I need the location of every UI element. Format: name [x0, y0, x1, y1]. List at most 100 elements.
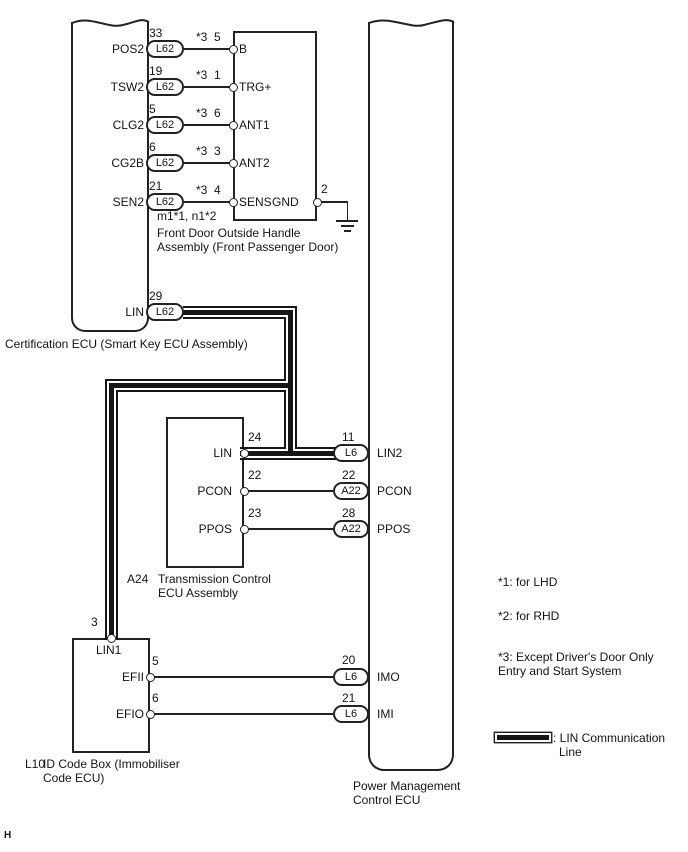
pin-number: 19	[149, 64, 163, 78]
connector-oval-l62: L62	[146, 116, 184, 134]
power-management-ecu-torn-edge	[368, 19, 455, 27]
connector-oval-l6: L6	[333, 668, 369, 686]
pin-number: 29	[149, 289, 163, 303]
pin-number: 24	[248, 430, 262, 444]
footnote-3-line1: *3: Except Driver's Door Only	[498, 650, 654, 664]
wire-gnd-v	[346, 201, 349, 221]
connector-oval-l62: L62	[146, 78, 184, 96]
note-ref: *3	[196, 183, 208, 197]
pin-number: 22	[248, 468, 262, 482]
pin-circle-efii	[145, 672, 155, 682]
pm-ecu-label-line1: Power Management	[353, 779, 461, 793]
footnote-1: *1: for LHD	[498, 575, 558, 589]
pin-label-sen2: SEN2	[112, 195, 144, 209]
pin-circle-pcon	[239, 486, 249, 496]
pin-label-ant2: ANT2	[239, 156, 270, 170]
pin-label-ppos: PPOS	[377, 522, 411, 536]
pin-number: 1	[214, 68, 221, 82]
pin-circle-lin1	[106, 633, 116, 643]
pin-number: 11	[342, 430, 355, 444]
pin-label-gnd: GND	[272, 195, 299, 209]
power-management-ecu-box	[368, 22, 454, 771]
certification-ecu-torn-edge	[71, 19, 150, 27]
wire-ppos	[244, 528, 333, 530]
pin-label-sens: SENS	[239, 195, 272, 209]
pin-label-lin: LIN	[125, 305, 144, 319]
front-door-label-line2: Assembly (Front Passenger Door)	[157, 240, 339, 254]
pin-number: 2	[321, 182, 328, 196]
pin-label-ant1: ANT1	[239, 118, 270, 132]
pin-number: 4	[214, 183, 221, 197]
pin-label-lin1: LIN1	[96, 643, 122, 657]
certification-ecu-label: Certification ECU (Smart Key ECU Assembl…	[5, 337, 248, 351]
id-box-label-line2: Code ECU)	[43, 771, 105, 785]
pin-circle-b	[228, 44, 238, 54]
wire-pos2-b	[184, 48, 233, 50]
pin-label-cg2b: CG2B	[111, 156, 144, 170]
wire-efio-imi	[150, 713, 333, 715]
pin-circle-ppos	[239, 524, 249, 534]
connector-oval-l6: L6	[333, 444, 369, 462]
pin-label-ppos: PPOS	[198, 522, 232, 536]
connector-oval-a22: A22	[333, 482, 369, 500]
ground-icon	[336, 220, 358, 222]
connector-oval-a22: A22	[333, 520, 369, 538]
wire-tsw2-trg	[184, 86, 233, 88]
pin-number: 20	[342, 653, 356, 667]
pin-circle-efio	[145, 709, 155, 719]
pin-label-efii: EFII	[121, 670, 144, 684]
pin-number: 3	[214, 144, 221, 158]
pin-circle-trg	[228, 82, 238, 92]
pin-number: 6	[149, 140, 156, 154]
pin-label-pcon: PCON	[197, 484, 232, 498]
connector-oval-l62: L62	[146, 40, 184, 58]
connector-oval-l62: L62	[146, 303, 184, 321]
pin-label-lin: LIN	[213, 446, 232, 460]
note-ref: *3	[196, 106, 208, 120]
pin-circle-lin	[239, 448, 249, 458]
pin-circle-ant2	[228, 158, 238, 168]
pin-label-clg2: CLG2	[112, 118, 144, 132]
pm-ecu-label-line2: Control ECU	[353, 793, 421, 807]
wire-pcon	[244, 490, 333, 492]
pin-label-b: B	[239, 42, 248, 56]
a24-code: A24	[127, 572, 149, 586]
pin-number: 21	[342, 691, 356, 705]
pin-number: 6	[152, 691, 159, 705]
pin-number: 5	[214, 30, 221, 44]
pin-label-tsw2: TSW2	[110, 80, 144, 94]
connector-oval-l6: L6	[333, 705, 369, 723]
footnote-3-line2: Entry and Start System	[498, 664, 622, 678]
pin-number: 6	[214, 106, 221, 120]
pin-number: 22	[342, 468, 356, 482]
connector-oval-l62: L62	[146, 154, 184, 172]
pin-number: 5	[152, 654, 159, 668]
pin-number: 23	[248, 506, 262, 520]
certification-ecu-box	[71, 22, 149, 332]
note-ref: *3	[196, 30, 208, 44]
id-box-code: L10	[25, 757, 46, 771]
pin-number: 5	[149, 102, 156, 116]
connector-oval-l62: L62	[146, 193, 184, 211]
pin-label-efio: EFIO	[115, 707, 144, 721]
legend-label-line2: Line	[559, 745, 582, 759]
page-marker: H	[4, 830, 12, 841]
wire-sen2-sens	[184, 201, 233, 203]
note-ref: *3	[196, 144, 208, 158]
footnote-2: *2: for RHD	[498, 609, 560, 623]
pin-number: 33	[149, 26, 163, 40]
wire-cg2b-ant2	[184, 162, 233, 164]
ground-bar-3	[344, 230, 351, 232]
wire-efii-imo	[150, 676, 333, 678]
pin-circle-sens	[228, 197, 238, 207]
pin-number: 3	[91, 615, 98, 629]
pin-circle-ant1	[228, 120, 238, 130]
a24-label-line1: Transmission Control	[158, 572, 271, 586]
ground-bar-2	[340, 225, 354, 227]
legend-label-line1: : LIN Communication	[553, 731, 666, 745]
a24-label-line2: ECU Assembly	[158, 586, 239, 600]
pin-label-pos2: POS2	[111, 42, 144, 56]
front-door-label-line1: Front Door Outside Handle	[157, 226, 301, 240]
wire-gnd-h	[317, 201, 348, 203]
